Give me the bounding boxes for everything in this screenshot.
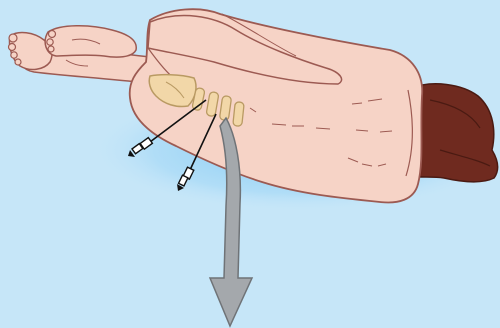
toe: [9, 44, 16, 51]
vertebra-l2: [233, 102, 244, 127]
toe: [48, 46, 54, 52]
toe: [49, 31, 56, 38]
toe: [47, 39, 53, 45]
toe: [15, 59, 21, 65]
toe: [11, 52, 17, 58]
toe: [9, 34, 17, 42]
